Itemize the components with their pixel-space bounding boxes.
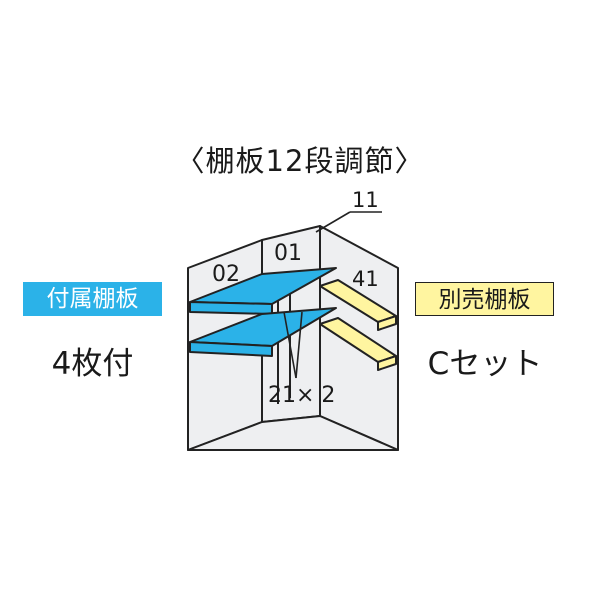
blue-shelf-lower-1-edge [189, 341, 273, 357]
page-title: 〈棚板12段調節〉 [175, 144, 425, 178]
sold-separately-shelves [319, 279, 397, 371]
blue-shelf-upper-1-edge [189, 301, 273, 315]
sold-separately-badge: 別売棚板 [415, 282, 554, 316]
label-right-bay: 41 [352, 267, 379, 291]
leader-lines [283, 211, 382, 379]
yellow-shelf-upper-edge [377, 315, 397, 331]
included-shelves-badge: 付属棚板 [23, 282, 162, 316]
included-shelves [189, 267, 337, 357]
sold-separately-set: Cセット [427, 346, 543, 382]
label-middle-bay: 01 [274, 241, 302, 266]
cabinet-floor [187, 415, 399, 451]
included-shelves-count: 4枚付 [51, 346, 134, 382]
label-left-bay: 02 [212, 262, 240, 287]
label-bottom: 21× 2 [268, 383, 335, 408]
yellow-shelf-lower-edge [377, 355, 397, 371]
label-corner-top: 11 [352, 188, 379, 212]
